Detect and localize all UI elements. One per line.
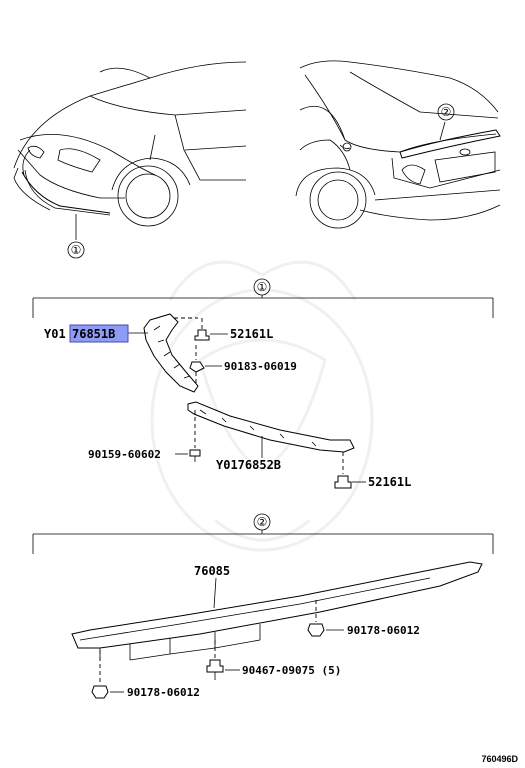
label-rear-spoiler: 76085: [194, 564, 230, 578]
leader-76085: [213, 577, 217, 609]
group2-callout-rear: ②: [441, 105, 452, 119]
watermark-logo: [150, 260, 374, 552]
label-clip-90467: 90467-09075 (5): [242, 664, 341, 677]
label-clip-52161l-lower: 52161L: [368, 475, 411, 489]
front-car-illustration: ①: [13, 61, 247, 259]
clip-90467-part: [206, 640, 240, 680]
label-nut-90178-right: 90178-06012: [347, 624, 420, 637]
rear-spoiler-part: [71, 561, 483, 661]
label-nut-90178-left: 90178-06012: [127, 686, 200, 699]
clip-52161l-lower: [334, 452, 366, 489]
section-2-bracket: ②: [32, 513, 494, 554]
label-screw-90159: 90159-60602: [88, 448, 161, 461]
front-spoiler-label: Y01 76851B: [44, 324, 129, 343]
clip-52161l-upper: [174, 317, 228, 341]
screw-90159-part: [175, 410, 201, 462]
nut-90178-right-part: [307, 600, 344, 637]
front-spoiler-part-highlight: 76851B: [72, 327, 115, 341]
label-clip-52161l-upper: 52161L: [230, 327, 273, 341]
group1-callout-front: ①: [71, 243, 82, 257]
label-front-spoiler-right: Y0176852B: [216, 458, 281, 472]
nut-90178-left-part: [91, 650, 124, 699]
section-2-callout: ②: [257, 515, 268, 529]
figure-id: 760496D: [481, 754, 518, 764]
rear-car-illustration: ②: [295, 60, 501, 229]
front-spoiler-part-prefix: Y01: [44, 327, 66, 341]
front-spoiler-left-part: [143, 313, 199, 393]
front-spoiler-right-part: [187, 401, 355, 453]
highlight-box: [69, 324, 129, 343]
section-1-callout: ①: [257, 280, 268, 294]
label-clip-90183: 90183-06019: [224, 360, 297, 373]
section-1-bracket: ①: [32, 278, 494, 318]
clip-90183-part: [189, 345, 222, 384]
